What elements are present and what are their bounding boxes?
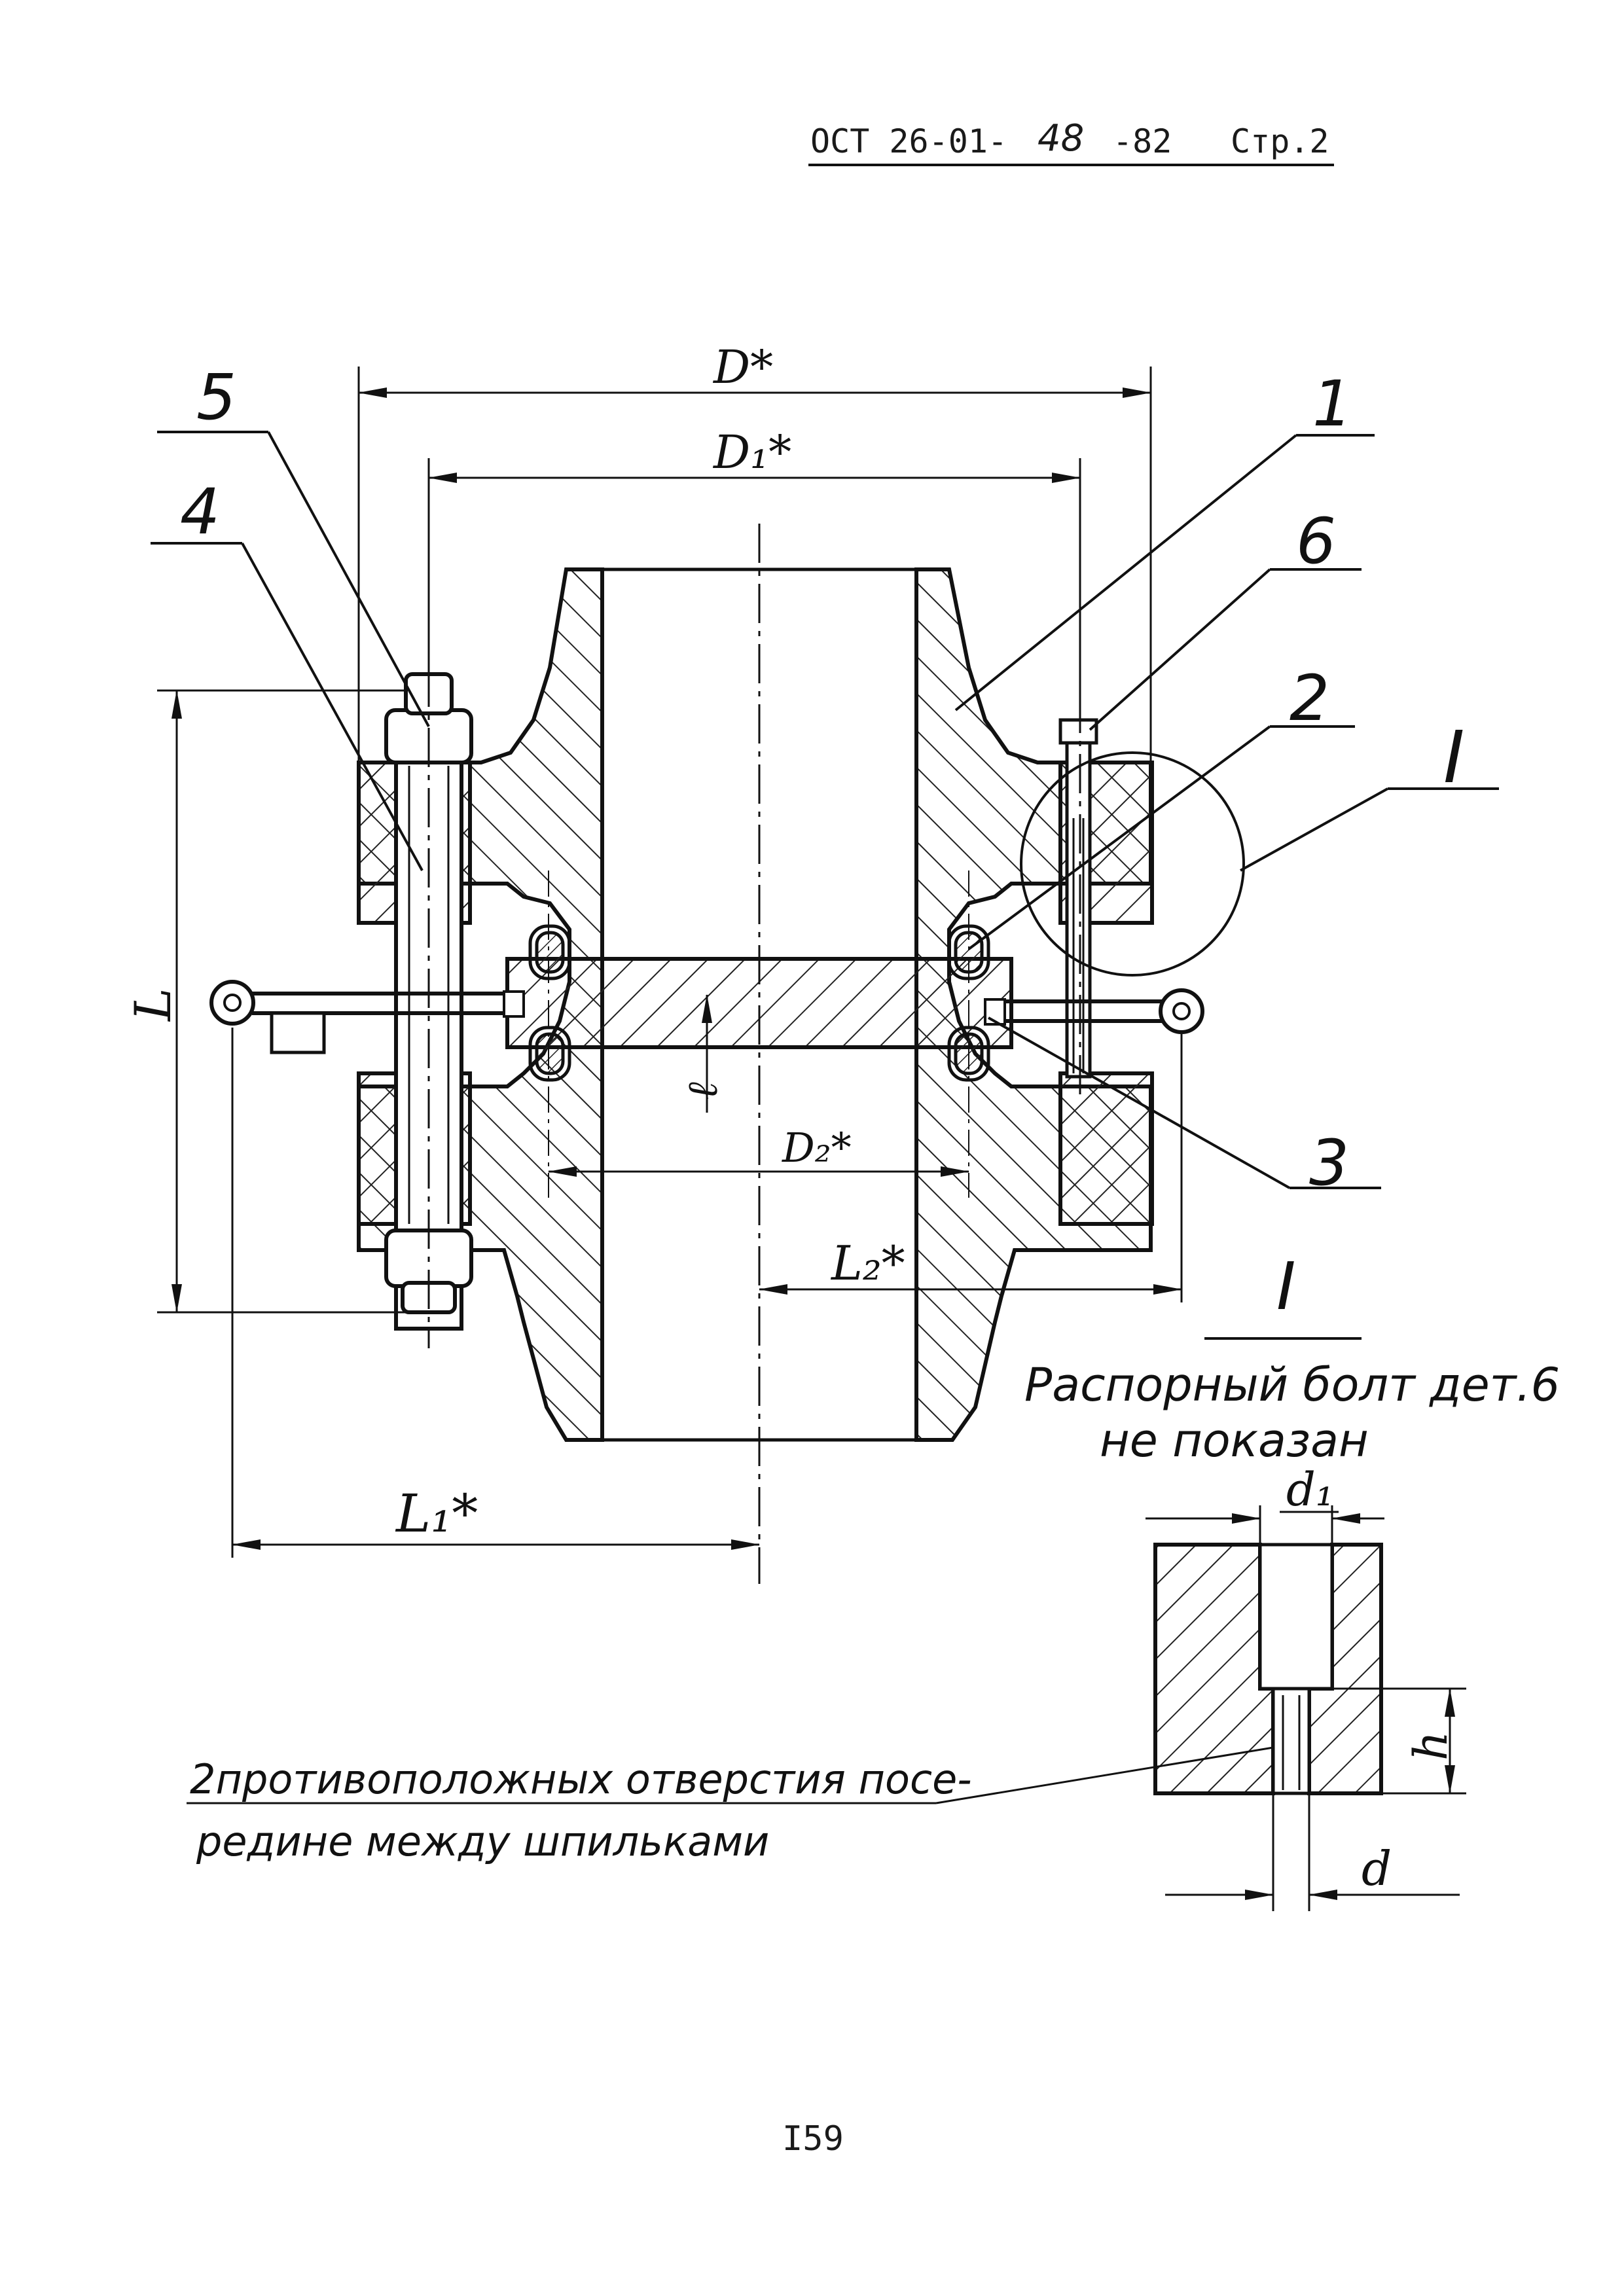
hole-note-leader (935, 1746, 1274, 1804)
detail-block-left (1153, 1543, 1275, 1795)
callout-4: 4 (180, 475, 220, 548)
detail-view: I Распорный болт дет.6 не показан d₁ h d (1024, 1248, 1560, 1911)
dim-h: h (1404, 1731, 1458, 1761)
header: ОСТ 26-01- 48 -82 Стр.2 (808, 117, 1334, 166)
callouts: 5 4 1 6 2 I 3 (151, 361, 1499, 1200)
detail-title: I (1276, 1248, 1296, 1325)
detail-circle (1020, 751, 1245, 977)
header-page: Стр.2 (1231, 122, 1329, 160)
handle-right (984, 988, 1204, 1034)
handle-left (209, 980, 525, 1054)
dim-l: ℓ (679, 1082, 727, 1100)
dim-L: L (124, 988, 182, 1022)
gasket-ll (535, 1032, 565, 1075)
hole-note-line2: редине между шпильками (196, 1818, 769, 1865)
header-standard: ОСТ 26-01- (810, 122, 1007, 160)
detail-note-1: Распорный болт дет.6 (1024, 1358, 1560, 1412)
dim-D: D* (712, 340, 773, 394)
detail-hole-small (1271, 1687, 1311, 1795)
header-number: 48 (1038, 117, 1084, 160)
assembly-section (209, 524, 1245, 1584)
lower-flange-right (1058, 1071, 1154, 1226)
dim-L2: L₂* (830, 1236, 905, 1291)
stud-left (384, 672, 473, 1331)
page-number: I59 (782, 2119, 844, 2159)
dim-D1: D₁* (712, 425, 791, 479)
hole-note: 2противоположных отверстия посе- редине … (187, 1746, 1274, 1865)
callout-6: 6 (1296, 505, 1336, 578)
callout-5: 5 (196, 361, 236, 434)
callout-1: 1 (1312, 367, 1352, 440)
dim-D2: D₂* (782, 1124, 852, 1172)
dim-d1: d₁ (1286, 1463, 1334, 1516)
detail-hole-large (1258, 1543, 1334, 1691)
gasket-ul (535, 931, 565, 974)
dim-d: d (1362, 1841, 1392, 1896)
detail-note-2: не показан (1100, 1414, 1369, 1467)
callout-2: 2 (1290, 662, 1329, 735)
dimensions: D* D₁* D₂* L ℓ L₁* L₂* (124, 340, 1183, 1558)
callout-detail: I (1443, 715, 1464, 799)
header-year: -82 (1113, 122, 1172, 160)
dim-L1: L₁* (395, 1483, 478, 1544)
hole-note-line1: 2противоположных отверстия посе- (190, 1755, 972, 1803)
